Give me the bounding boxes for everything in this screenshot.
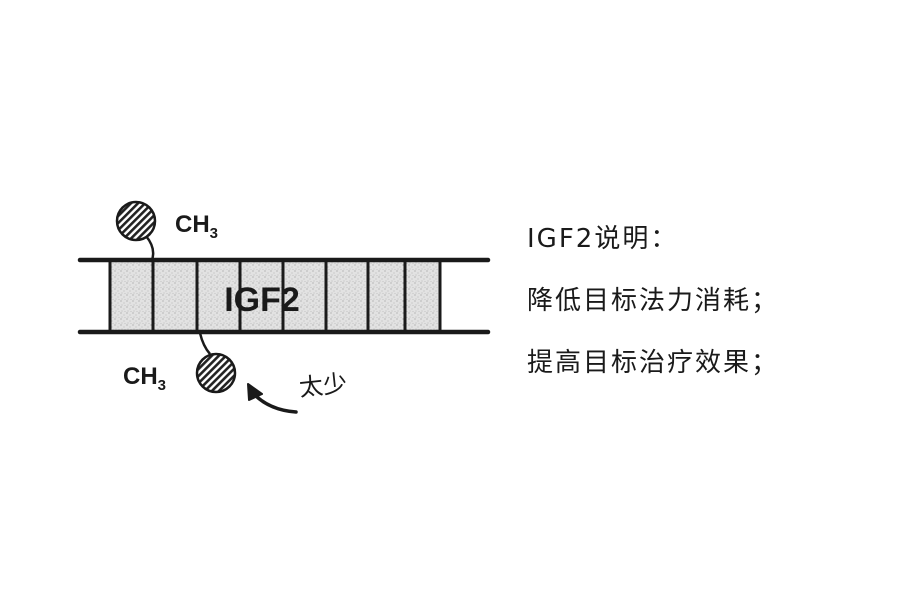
annotation: 太少 bbox=[247, 369, 349, 414]
notes-line-1: 降低目标法力消耗； bbox=[527, 286, 780, 316]
notes-title: IGF2说明： bbox=[527, 224, 679, 254]
methyl-top-label: CH3 bbox=[175, 211, 218, 242]
annotation-text: 太少 bbox=[298, 369, 349, 402]
igf2-notes: IGF2说明： 降低目标法力消耗； 提高目标治疗效果； bbox=[527, 208, 887, 394]
methyl-bottom-label: CH3 bbox=[123, 363, 166, 394]
methyl-group-bottom: CH3 bbox=[123, 332, 237, 394]
notes-line-2: 提高目标治疗效果； bbox=[527, 348, 780, 378]
dna-ladder: IGF2 bbox=[77, 257, 491, 335]
ladder-fill bbox=[110, 262, 440, 330]
gene-label: IGF2 bbox=[224, 281, 300, 319]
methyl-top-stalk bbox=[145, 235, 155, 261]
methyl-bottom-ball-icon bbox=[195, 352, 237, 394]
arrow-head-icon bbox=[247, 383, 263, 401]
methyl-bottom-stalk bbox=[198, 332, 211, 355]
methyl-group-top: CH3 bbox=[115, 200, 218, 261]
methyl-top-ball-icon bbox=[115, 200, 157, 242]
ladder-rungs bbox=[108, 262, 442, 330]
